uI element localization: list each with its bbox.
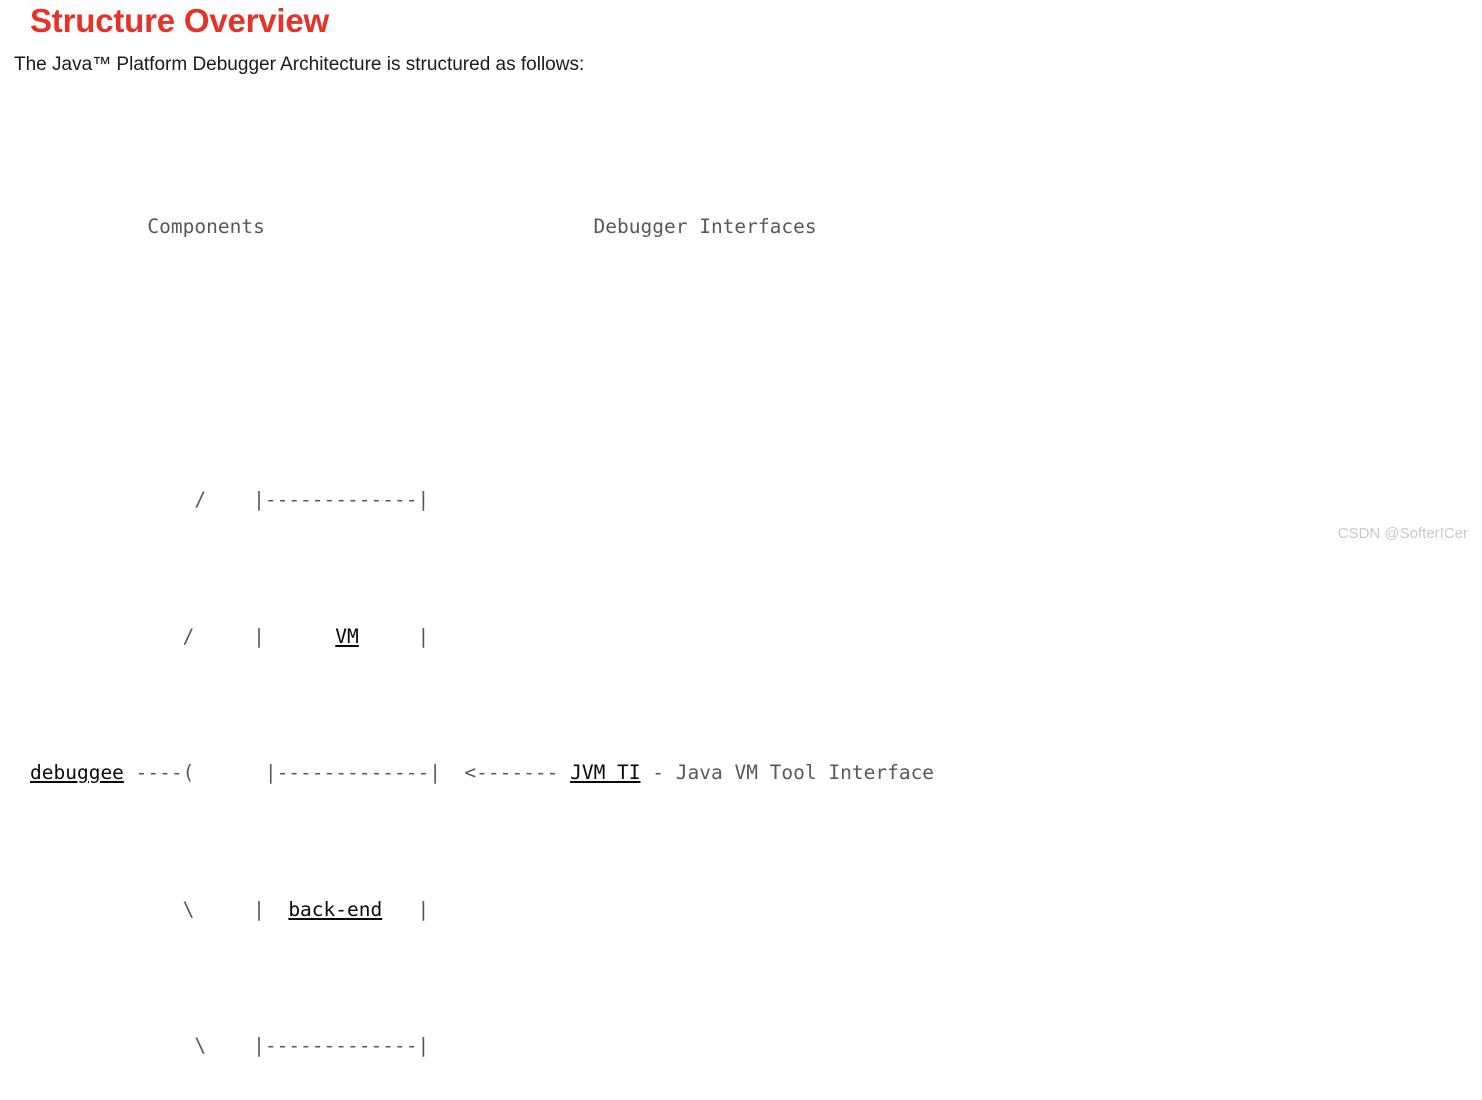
spacer	[558, 761, 570, 784]
diagram-row-vm-label: / | VM |	[30, 623, 934, 650]
link-back-end[interactable]: back-end	[288, 897, 383, 921]
backend-box-bottom-border: |-------------|	[253, 1034, 430, 1058]
vm-box-mid-border: |-------------|	[264, 761, 441, 785]
spacer	[265, 898, 288, 921]
debuggee-connector: ----(	[123, 761, 195, 785]
diagram-row-headers: Components Debugger Interfaces	[30, 213, 934, 240]
column-header-components: Components	[147, 215, 265, 239]
diagram-row-blank-1	[30, 350, 934, 377]
page-subtitle: The Java™ Platform Debugger Architecture…	[14, 54, 585, 75]
arrow-jvm-ti: <-------	[464, 761, 559, 785]
page-title: Structure Overview	[30, 2, 330, 39]
spacer	[265, 625, 335, 648]
brace-lower-2: \	[194, 1034, 207, 1058]
brace-upper-1: /	[194, 488, 207, 512]
brace-lower-1: \	[182, 897, 195, 921]
backend-box-right-border: |	[417, 897, 430, 921]
spacer	[30, 625, 183, 648]
vm-box-top-border: |-------------|	[253, 488, 430, 512]
vm-box-right-border: |	[417, 624, 430, 648]
link-debuggee[interactable]: debuggee	[30, 761, 124, 785]
desc-jvm-ti: - Java VM Tool Interface	[640, 761, 935, 785]
diagram-row-debuggee: debuggee ----( |-------------| <------- …	[30, 759, 934, 786]
backend-box-left-border: |	[253, 897, 265, 921]
spacer	[194, 625, 253, 648]
spacer	[30, 488, 194, 511]
spacer	[30, 898, 183, 921]
link-jvm-ti[interactable]: JVM TI	[570, 761, 641, 785]
watermark: CSDN @SofterICer	[1337, 525, 1468, 542]
diagram-row-backend-bottom: \ |-------------|	[30, 1032, 934, 1059]
link-vm[interactable]: VM	[335, 624, 359, 648]
spacer	[206, 1034, 253, 1057]
vm-box-left-border: |	[253, 624, 265, 648]
diagram-row-backend-label: \ | back-end |	[30, 896, 934, 923]
spacer	[265, 215, 594, 238]
diagram-row-vm-top: / |-------------|	[30, 486, 934, 513]
spacer	[382, 898, 417, 921]
spacer	[206, 488, 253, 511]
architecture-ascii-diagram: Components Debugger Interfaces / |------…	[30, 104, 934, 1100]
spacer	[30, 215, 147, 238]
spacer	[359, 625, 418, 648]
spacer	[30, 1034, 194, 1057]
spacer	[194, 898, 253, 921]
brace-upper-2: /	[182, 624, 195, 648]
column-header-debugger-interfaces: Debugger Interfaces	[593, 215, 817, 239]
spacer	[194, 761, 264, 784]
spacer	[441, 761, 464, 784]
